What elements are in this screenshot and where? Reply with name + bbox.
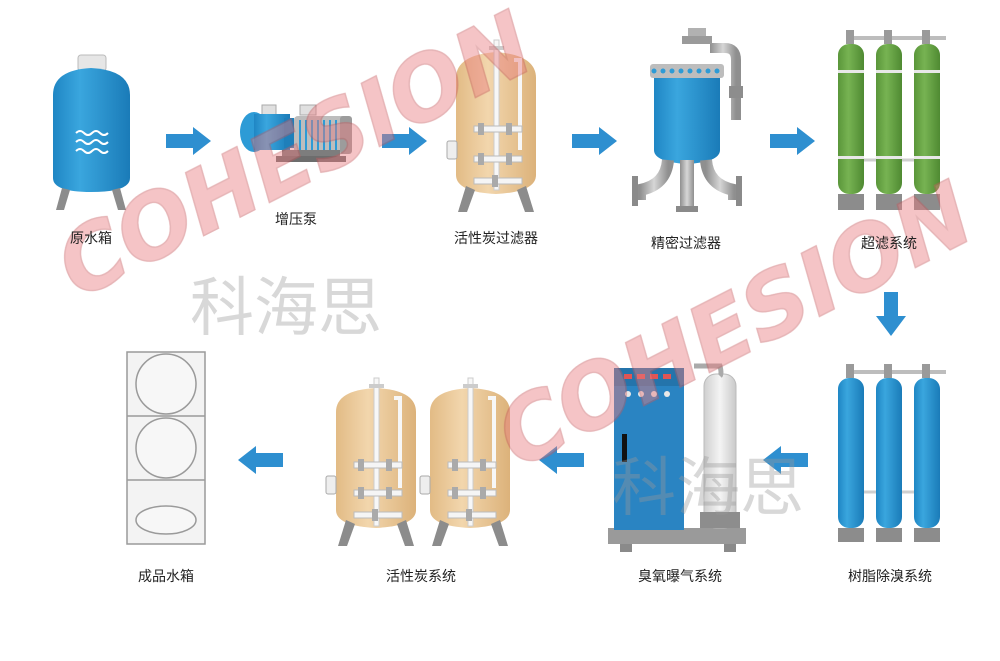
stage-label-resin-bromate-removal-system: 树脂除溴系统 bbox=[848, 569, 932, 585]
stage-label-product-water-tank: 成品水箱 bbox=[138, 569, 194, 585]
stage-label-activated-carbon-filter: 活性炭过滤器 bbox=[454, 231, 538, 247]
stage-label-raw-water-tank: 原水箱 bbox=[70, 231, 112, 247]
stage-label-ultrafiltration-system: 超滤系统 bbox=[861, 236, 917, 252]
watermark-cn-text: 科海思 bbox=[612, 452, 804, 526]
membrane-column-icon bbox=[838, 30, 946, 210]
pump-icon bbox=[240, 104, 352, 162]
arrow-down-icon bbox=[876, 292, 906, 336]
watermark-cn: 科海思 科海思 bbox=[190, 272, 804, 526]
arrow-right-icon bbox=[572, 127, 617, 155]
panel-tank-icon bbox=[126, 351, 206, 545]
arrow-right-icon bbox=[382, 127, 427, 155]
tank-icon bbox=[53, 54, 130, 210]
filter-vessel-icon bbox=[446, 39, 536, 212]
stage-label-booster-pump: 增压泵 bbox=[275, 212, 317, 228]
resin-column-icon bbox=[838, 364, 946, 542]
watermark-cn-text: 科海思 bbox=[190, 272, 382, 346]
stage-label-ozone-aeration-system: 臭氧曝气系统 bbox=[638, 569, 722, 585]
carbon-vessel-icon bbox=[325, 377, 510, 546]
arrow-left-icon bbox=[539, 446, 584, 474]
flow-arrows bbox=[166, 127, 906, 474]
cartridge-filter-icon bbox=[632, 28, 743, 212]
arrow-right-icon bbox=[166, 127, 211, 155]
stage-label-precision-filter: 精密过滤器 bbox=[651, 236, 721, 252]
arrow-left-icon bbox=[238, 446, 283, 474]
arrow-left-icon bbox=[763, 446, 808, 474]
arrow-right-icon bbox=[770, 127, 815, 155]
ozone-generator-icon bbox=[608, 363, 746, 552]
stage-label-activated-carbon-system: 活性炭系统 bbox=[386, 569, 456, 585]
